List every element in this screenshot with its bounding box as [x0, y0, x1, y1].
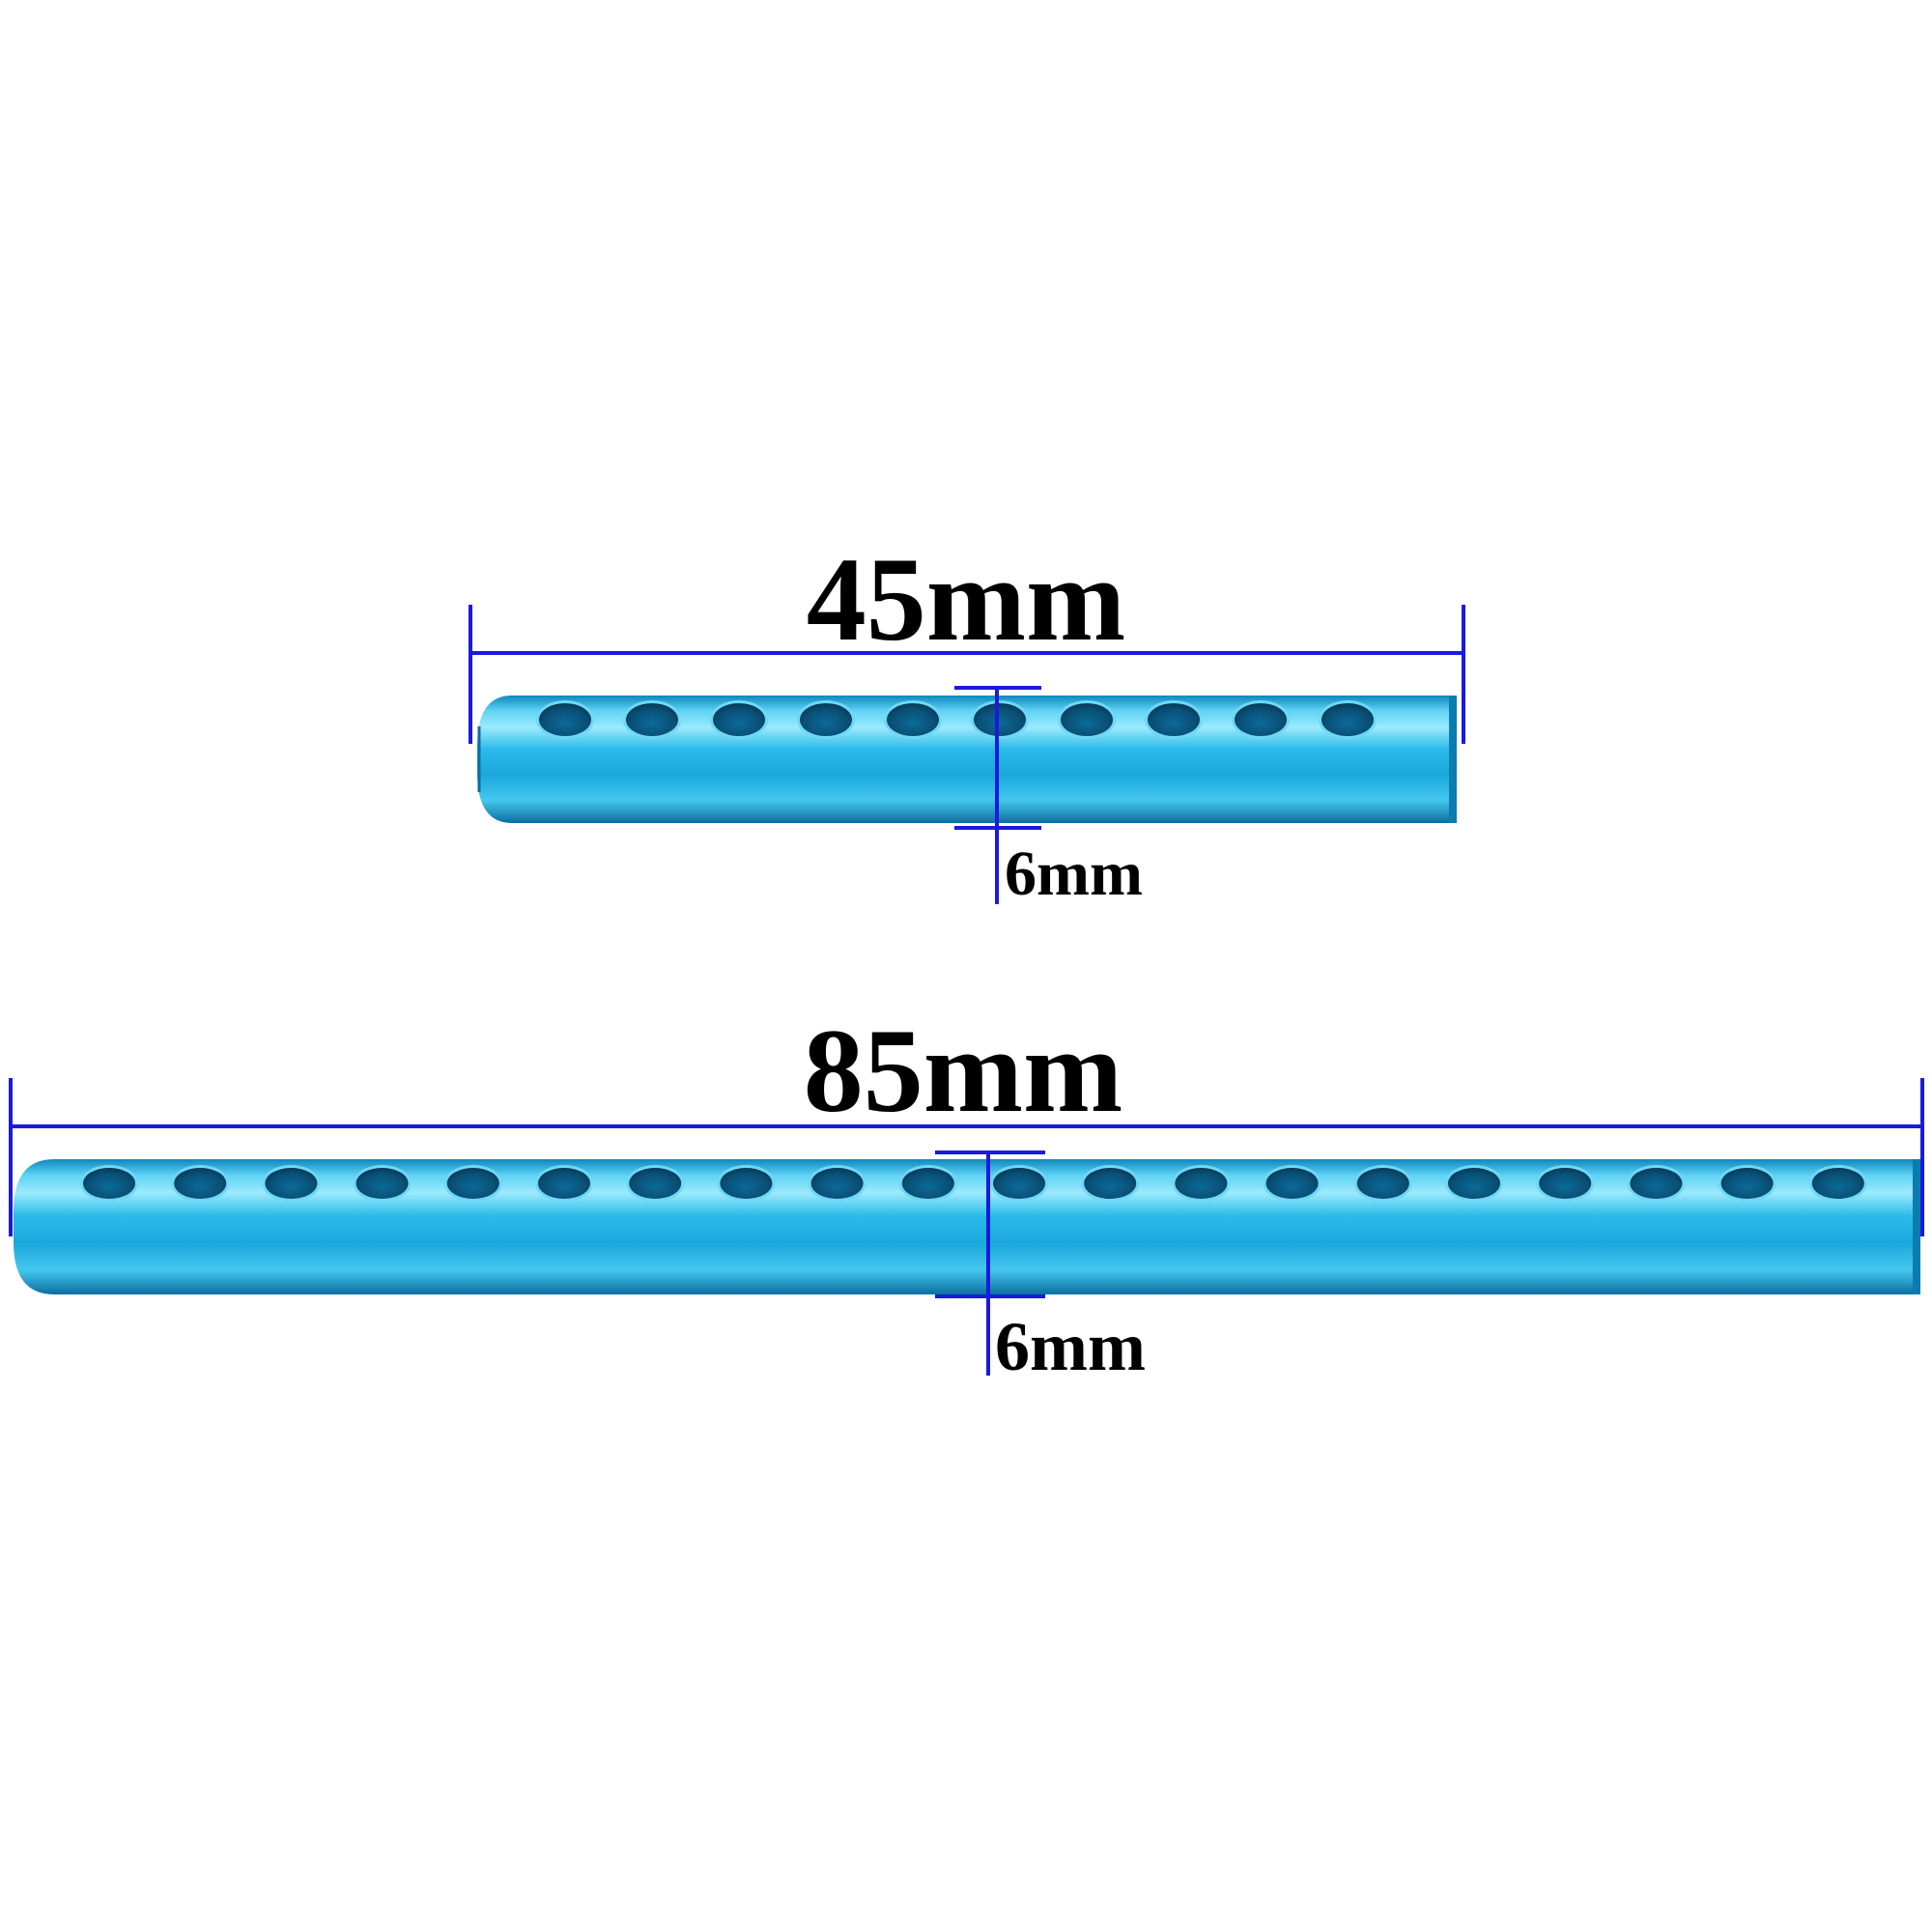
hole — [1084, 1168, 1137, 1199]
hole — [1321, 703, 1374, 736]
hole — [629, 1168, 682, 1199]
hole — [993, 1168, 1045, 1199]
hole — [538, 1168, 590, 1199]
hole — [1448, 1168, 1500, 1199]
hole — [1265, 1168, 1319, 1199]
hole — [1811, 1168, 1864, 1199]
rod-85mm-group: 85mm 6mm — [9, 1005, 1924, 1385]
hole — [1539, 1168, 1592, 1199]
rod-45mm-group: 45mm 6mm — [469, 533, 1465, 909]
hole — [1148, 703, 1200, 736]
hole — [355, 1168, 409, 1199]
hole — [713, 703, 765, 736]
length-dimension-85mm: 85mm — [9, 1005, 1924, 1236]
length-label-45mm: 45mm — [807, 533, 1126, 666]
hole — [720, 1168, 773, 1199]
hole — [83, 1168, 135, 1199]
rod-45mm-holes — [536, 700, 1377, 739]
hole — [901, 1168, 954, 1199]
hole — [974, 703, 1026, 736]
length-label-85mm: 85mm — [804, 1005, 1123, 1137]
diameter-dimension-45mm: 6mm — [954, 686, 1143, 909]
hole — [810, 1168, 864, 1199]
length-dimension-45mm: 45mm — [469, 533, 1465, 744]
hole — [539, 703, 591, 736]
hole — [1720, 1168, 1774, 1199]
hole — [626, 703, 678, 736]
rod-85mm — [14, 1159, 1920, 1294]
hole — [1175, 1168, 1228, 1199]
rod-45mm — [477, 696, 1457, 823]
hole — [446, 1168, 499, 1199]
diameter-label-45mm: 6mm — [1005, 838, 1143, 909]
hole — [1356, 1168, 1409, 1199]
hole — [1630, 1168, 1683, 1199]
hole — [1235, 703, 1287, 736]
hole — [174, 1168, 227, 1199]
hole — [887, 703, 939, 736]
hole — [265, 1168, 318, 1199]
hole — [1061, 703, 1113, 736]
rod-45mm-end-cap — [1449, 696, 1457, 823]
diameter-dimension-85mm: 6mm — [935, 1151, 1146, 1385]
diameter-label-85mm: 6mm — [995, 1308, 1146, 1385]
hole — [800, 703, 852, 736]
rod-85mm-end-cap — [1913, 1159, 1920, 1294]
rod-85mm-holes — [80, 1165, 1867, 1202]
